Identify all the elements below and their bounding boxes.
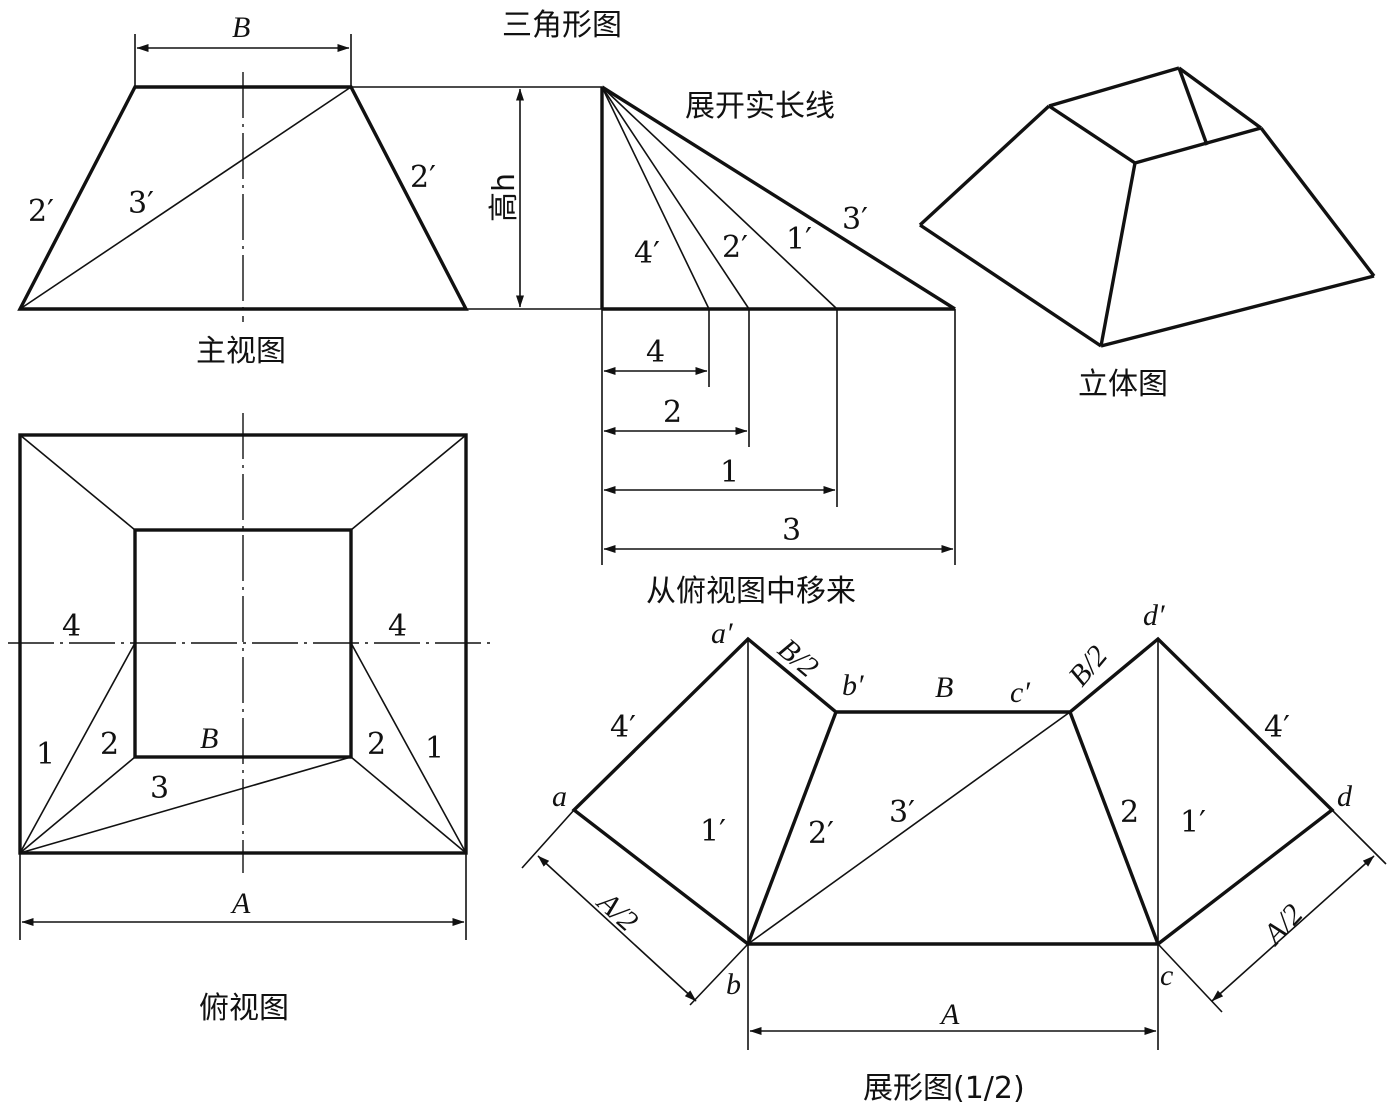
development-2-left-label: 2′	[808, 816, 834, 851]
point-a-prime-label: a′	[711, 617, 733, 650]
true-length-1-line	[601, 86, 838, 310]
top-view-caption: 俯视图	[199, 991, 289, 1026]
a-half-left-extension-b	[689, 943, 749, 1006]
isometric-view: 立体图	[918, 66, 1376, 402]
development-caption: 展形图(1/2)	[863, 1071, 1025, 1106]
top-corner-edge-tl	[19, 434, 136, 531]
development-a-half-left-label: A/2	[590, 884, 645, 938]
front-diagonal-line	[19, 86, 352, 310]
iso-caption: 立体图	[1078, 367, 1168, 402]
triangle-caption: 三角形图	[502, 8, 622, 43]
iso-bottom-right	[1100, 274, 1375, 348]
distance-2-label: 2	[663, 395, 682, 430]
point-d-label: d	[1337, 780, 1353, 813]
iso-top-back-right	[1177, 66, 1263, 130]
a-half-left-extension-a	[521, 809, 575, 869]
front-right-edge-label: 2′	[410, 160, 436, 195]
true-length-4-line	[601, 86, 710, 310]
top-b-label: B	[200, 722, 218, 755]
front-view: B 2′ 3′ 2′ 高h 主视图	[17, 11, 602, 369]
top-left-2-label: 2	[100, 727, 119, 762]
a-half-right-dimension-line	[1211, 855, 1375, 1002]
top-view: 4 4 1 2 B 2 1 3 A 俯视图	[8, 413, 496, 1026]
true-length-caption: 展开实长线	[685, 89, 835, 124]
development-b-label: B	[935, 671, 953, 704]
point-b-prime-label: b′	[842, 669, 864, 702]
top-3-label: 3	[150, 771, 169, 806]
development-b-half-right-label: B/2	[1062, 639, 1114, 692]
iso-top-front-left	[1048, 104, 1136, 165]
true-length-4-label: 4′	[634, 236, 660, 271]
a-half-right-extension-d	[1331, 809, 1387, 865]
top-corner-edge-br	[350, 756, 467, 854]
front-left-edge-label: 2′	[28, 194, 54, 229]
development-edge-4-left-label: 4′	[610, 710, 636, 745]
point-c-prime-label: c′	[1010, 676, 1030, 709]
true-length-3-line	[601, 85, 956, 311]
iso-bottom-left	[919, 223, 1102, 348]
iso-top-front-right	[1134, 126, 1262, 165]
development-b-half-left-label: B/2	[772, 632, 825, 684]
distance-1-label: 1	[720, 455, 739, 490]
distance-4-label: 4	[646, 335, 665, 370]
development-line-3	[747, 711, 1071, 945]
true-length-2-label: 2′	[722, 230, 748, 265]
iso-right-edge	[1259, 126, 1376, 278]
iso-front-edge	[1099, 162, 1137, 347]
top-right-1-label: 1	[425, 731, 444, 766]
top-right-4-label: 4	[388, 609, 407, 644]
top-right-2-label: 2	[367, 727, 386, 762]
top-line-1-right	[350, 642, 467, 854]
development-1-right-label: 1′	[1180, 805, 1206, 840]
development-a-label: A	[939, 998, 960, 1031]
top-line-1-left	[19, 642, 136, 854]
moved-from-top-caption: 从俯视图中移来	[646, 574, 856, 609]
iso-top-back-left	[1048, 66, 1180, 108]
top-a-label: A	[230, 887, 251, 920]
top-left-1-label: 1	[36, 737, 55, 772]
development-edge-2-right	[1068, 711, 1160, 945]
point-d-prime-label: d′	[1143, 599, 1165, 632]
iso-inner-edge	[1177, 67, 1209, 146]
point-c-label: c	[1160, 959, 1173, 992]
development-2-right-label: 2	[1120, 795, 1139, 830]
distance-3-label: 3	[782, 513, 801, 548]
top-corner-edge-tr	[350, 434, 467, 531]
development-3-label: 3′	[889, 795, 915, 830]
top-corner-edge-bl	[19, 756, 136, 854]
true-length-2-line	[601, 86, 750, 310]
true-length-triangle: 三角形图 展开实长线 4′ 2′ 1′ 3′ 4 2 1 3 从俯视图中移来	[502, 8, 956, 609]
height-label: 高h	[487, 173, 522, 222]
development-1-left-label: 1′	[700, 814, 726, 849]
iso-left-edge	[918, 104, 1051, 227]
true-length-1-label: 1′	[786, 222, 812, 257]
point-b-label: b	[726, 968, 741, 1001]
true-length-3-label: 3′	[842, 202, 868, 237]
development-edge-2-left	[746, 711, 838, 945]
development-edge-4-right-label: 4′	[1264, 710, 1290, 745]
top-line-3	[19, 756, 352, 854]
point-a-label: a	[552, 780, 567, 813]
a-half-right-extension-c	[1157, 943, 1223, 1013]
top-left-4-label: 4	[62, 609, 81, 644]
development-a-half-right-label: A/2	[1256, 898, 1310, 952]
front-view-caption: 主视图	[196, 334, 286, 369]
a-half-left-dimension-line	[537, 855, 697, 1002]
front-diagonal-label: 3′	[128, 186, 154, 221]
front-b-label: B	[232, 11, 250, 44]
development-view: a′ b′ c′ d′ a b c d B/2 B B/2 4′ 4′ 1′ 2…	[521, 599, 1387, 1106]
